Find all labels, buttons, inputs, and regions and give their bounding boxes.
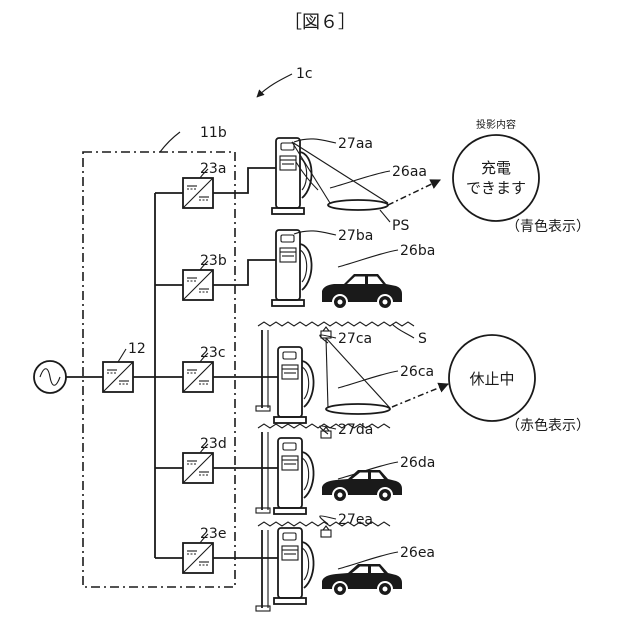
dcdc-converter-icon-a (183, 178, 213, 208)
space-label-b: 26ba (400, 243, 435, 259)
dcdc-converter-icon-b (183, 270, 213, 300)
charger-unit-label-c: 27ca (338, 331, 372, 347)
charger-unit-label-a: 27aa (338, 136, 373, 152)
acdc-converter-icon (103, 362, 133, 392)
space-label-d: 26da (400, 455, 435, 471)
projection-a-arrow (388, 180, 440, 205)
charger-unit-label-d: 27da (338, 422, 373, 438)
ps-ref-label: PS (392, 218, 409, 234)
car-icon-e (322, 564, 402, 596)
projection-spot-a (328, 200, 388, 210)
dcdc-ref-leader (160, 132, 180, 152)
system-ref-label: 1c (296, 66, 313, 82)
surface-ref-label: S (418, 331, 427, 347)
dcdc-converter-icon-d (183, 453, 213, 483)
system-ref-arrow (257, 74, 292, 97)
projection-spot-c (326, 404, 390, 414)
projection-c-arrow (392, 384, 448, 407)
projection-c-beam-2 (326, 338, 390, 408)
converter-label-a: 23a (200, 161, 226, 177)
projection-text-charge-1: 充電 (481, 159, 511, 177)
charger-unit-label-b: 27ba (338, 228, 373, 244)
figure-title: ［図６］ (284, 12, 356, 33)
ps-ref-leader (380, 210, 390, 222)
dcdc-converter-icon-e (183, 543, 213, 573)
projection-header: 投影内容 (476, 118, 516, 131)
converter-label-d: 23d (200, 436, 227, 452)
space-leader-b (338, 250, 398, 267)
projection-caption-red: （赤色表示） (506, 417, 590, 434)
projection-c-beam-1 (326, 338, 328, 408)
projection-circle-blue (453, 135, 539, 221)
space-leader-c (338, 371, 398, 388)
surface-line-c (258, 322, 414, 326)
charger-icon-d (274, 438, 314, 514)
space-label-e: 26ea (400, 545, 435, 561)
car-icon-b (322, 274, 402, 309)
projector-e-icon (321, 526, 331, 537)
space-label-c: 26ca (400, 364, 434, 380)
space-label-a: 26aa (392, 164, 427, 180)
converter-label-e: 23e (200, 526, 226, 542)
charger-icon-e (274, 528, 314, 604)
car-icon-d (322, 470, 402, 502)
converter-rows: 23a 27aa 26aa 23b 27ba 26ba 23c 27ca 26ca 23d 27da… (155, 136, 435, 604)
dcdc-converter-icon-c (183, 362, 213, 392)
dcdc-ref-label: 11b (200, 125, 227, 141)
charger-unit-leader-c (320, 335, 336, 343)
acdc-ref-leader (118, 349, 126, 362)
acdc-ref-label: 12 (128, 341, 146, 357)
converter-label-c: 23c (200, 345, 226, 361)
converter-label-b: 23b (200, 253, 227, 269)
projection-caption-blue: （青色表示） (506, 218, 590, 235)
charger-icon-b (272, 230, 312, 306)
ac-sine-wave (40, 369, 60, 386)
surface-ref-leader (392, 324, 414, 338)
projection-a-beam-1 (292, 142, 330, 203)
projection-text-paused: 休止中 (469, 370, 514, 388)
projection-text-charge-2: できます (466, 179, 526, 197)
charger-icon-c (274, 347, 314, 423)
